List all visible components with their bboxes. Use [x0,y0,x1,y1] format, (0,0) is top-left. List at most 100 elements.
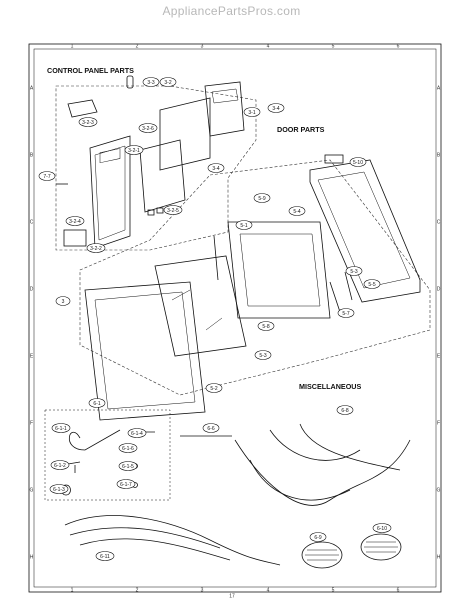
callout-7-7: 7-7 [38,171,56,181]
row-label: H [437,554,441,560]
grate-part [301,541,343,569]
svg-text:3-2-5: 3-2-5 [167,208,179,214]
col-label: 3 [201,43,204,49]
callout-6-1-4: 6-1-4 [127,428,147,438]
callout-3-2-2: 3-2-2 [86,243,106,253]
choke-cover-part [227,221,331,319]
svg-text:6-6: 6-6 [207,426,214,432]
callout-5-3: 5-3 [345,266,363,276]
svg-text:6-1-5: 6-1-5 [122,464,134,470]
col-label: 1 [71,43,74,49]
misc-group [44,409,411,569]
svg-text:6-1: 6-1 [93,401,100,407]
callout-5-10: 5-10 [349,157,367,167]
callout-5-3: 5-3 [254,350,272,360]
door-group [79,154,431,421]
grate-part [360,533,402,561]
section-title-door: DOOR PARTS [277,125,325,134]
callouts: 3-3 3-2 3-1 3-4 3-4 3-2-3 3-2-6 3-2-1 3-… [38,77,392,561]
door-glass-part [154,255,247,357]
svg-text:3-4: 3-4 [272,106,279,112]
svg-text:5-10: 5-10 [353,160,363,166]
svg-text:6-1-7: 6-1-7 [120,482,132,488]
button-part [67,99,98,118]
callout-6-9: 6-9 [309,532,327,542]
callout-6-1: 6-1 [88,398,106,408]
callout-3-2-5: 3-2-5 [163,205,183,215]
callout-5-9: 5-9 [253,193,271,203]
wire-harness-part [234,439,411,506]
callout-5-1: 5-1 [235,220,253,230]
row-label: A [437,85,441,91]
svg-text:6-10: 6-10 [377,526,387,532]
probe-part [68,429,121,451]
control-panel-group [55,75,257,251]
svg-text:3: 3 [62,299,65,305]
callout-6-1-2: 6-1-2 [50,460,70,470]
svg-text:3-3: 3-3 [147,80,154,86]
page-number: 17 [229,593,235,599]
svg-text:5-7: 5-7 [342,311,349,317]
callout-6-8: 6-8 [336,405,354,415]
connector-part [63,229,87,247]
row-label: D [437,286,441,292]
row-label: F [437,420,440,426]
col-label: 1 [71,587,74,593]
callout-3: 3 [55,296,71,306]
row-label: E [30,353,34,359]
section-title-control-panel: CONTROL PANEL PARTS [47,66,134,75]
row-label: B [437,152,441,158]
row-label: F [30,420,33,426]
svg-text:3-2-3: 3-2-3 [82,120,94,126]
callout-6-11: 6-11 [95,551,115,561]
svg-text:6-8: 6-8 [341,408,348,414]
callout-3-4: 3-4 [207,163,225,173]
kit-box [44,409,171,501]
row-label: E [437,353,441,359]
svg-text:5-4: 5-4 [293,209,300,215]
callout-5-5: 5-5 [363,279,381,289]
callout-6-1-7: 6-1-7 [116,479,136,489]
col-label: 3 [201,587,204,593]
col-label: 4 [267,43,270,49]
svg-text:3-2: 3-2 [164,80,171,86]
row-label: C [437,219,441,225]
callout-3-4: 3-4 [267,103,285,113]
callout-3-2-1: 3-2-1 [124,145,144,155]
callout-5-2: 5-2 [205,383,223,393]
svg-text:3-2-2: 3-2-2 [90,246,102,252]
callout-5-8: 5-8 [257,321,275,331]
svg-text:3-1: 3-1 [248,110,255,116]
callout-3-2-4: 3-2-4 [65,216,85,226]
svg-text:6-9: 6-9 [314,535,321,541]
svg-text:5-8: 5-8 [262,324,269,330]
row-label: G [437,487,441,493]
callout-5-4: 5-4 [288,206,306,216]
callout-6-10: 6-10 [372,523,392,533]
row-label: G [30,487,34,493]
col-label: 5 [332,587,335,593]
control-unit-part [204,81,245,137]
col-label: 2 [136,587,139,593]
col-label: 6 [397,587,400,593]
svg-text:5-3: 5-3 [350,269,357,275]
col-label: 5 [332,43,335,49]
keypad-sheet-part [139,139,186,213]
door-frame-part [309,159,421,303]
control-panel-housing [89,135,131,249]
svg-text:5-1: 5-1 [240,223,247,229]
svg-text:3-2-1: 3-2-1 [128,148,140,154]
svg-text:6-1-6: 6-1-6 [122,446,134,452]
door-latch-part [324,154,344,164]
col-label: 4 [267,587,270,593]
svg-text:3-2-4: 3-2-4 [69,219,81,225]
svg-text:3-4: 3-4 [212,166,219,172]
section-title-misc: MISCELLANEOUS [299,382,362,391]
row-label: H [30,554,34,560]
svg-text:6-1-4: 6-1-4 [131,431,143,437]
svg-text:6-1-2: 6-1-2 [54,463,66,469]
col-label: 6 [397,43,400,49]
callout-5-7: 5-7 [337,308,355,318]
svg-text:6-11: 6-11 [100,554,110,560]
row-label: D [30,286,34,292]
